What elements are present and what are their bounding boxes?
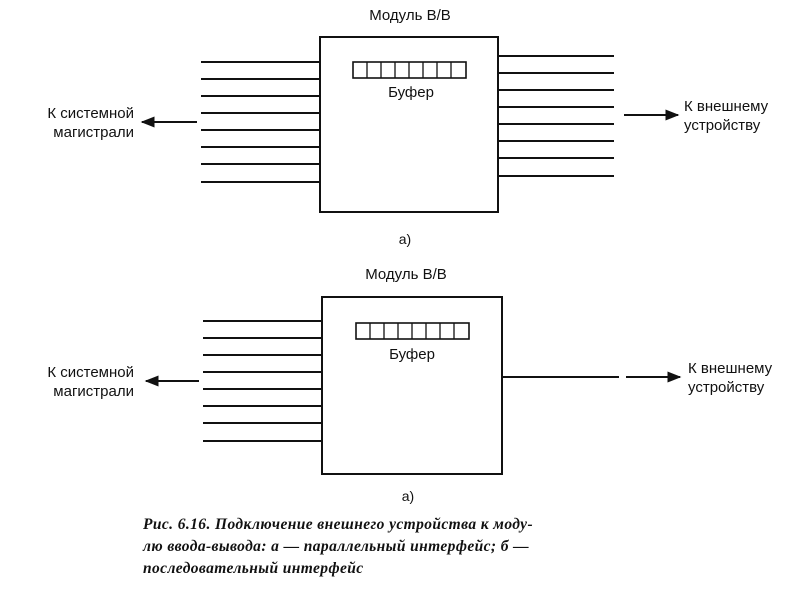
buffer-register: [352, 61, 467, 79]
diagram-parallel: Модуль В/В Буфер: [47, 7, 768, 247]
module-title: Модуль В/В: [369, 7, 451, 24]
parallel-device-lines: [498, 55, 614, 177]
system-bus-lines: [203, 320, 322, 442]
external-device-label-line1: К внешнему: [684, 98, 769, 115]
system-bus-label-line2: магистрали: [53, 124, 134, 141]
external-device-label-line1: К внешнему: [688, 360, 773, 377]
caption-line-3: последовательный интерфейс: [143, 560, 364, 577]
sub-figure-label: а): [402, 488, 414, 504]
system-bus-lines: [201, 61, 320, 183]
external-device-label-line2: устройству: [684, 117, 761, 134]
buffer-label: Буфер: [388, 84, 434, 101]
buffer-label: Буфер: [389, 346, 435, 363]
diagram-serial: Модуль В/В Буфер: [47, 266, 772, 504]
sub-figure-label: а): [399, 231, 411, 247]
io-module-box: [321, 296, 503, 475]
buffer-register: [355, 322, 470, 340]
module-title: Модуль В/В: [365, 266, 447, 283]
system-bus-label-line1: К системной: [47, 364, 134, 381]
caption-line-2: лю ввода-вывода: а — параллельный интерф…: [143, 538, 530, 555]
system-bus-label-line2: магистрали: [53, 383, 134, 400]
system-bus-label-line1: К системной: [47, 105, 134, 122]
figure-caption: Рис. 6.16. Подключение внешнего устройст…: [143, 514, 643, 580]
caption-line-1: Рис. 6.16. Подключение внешнего устройст…: [143, 516, 534, 533]
external-device-label-line2: устройству: [688, 379, 765, 396]
